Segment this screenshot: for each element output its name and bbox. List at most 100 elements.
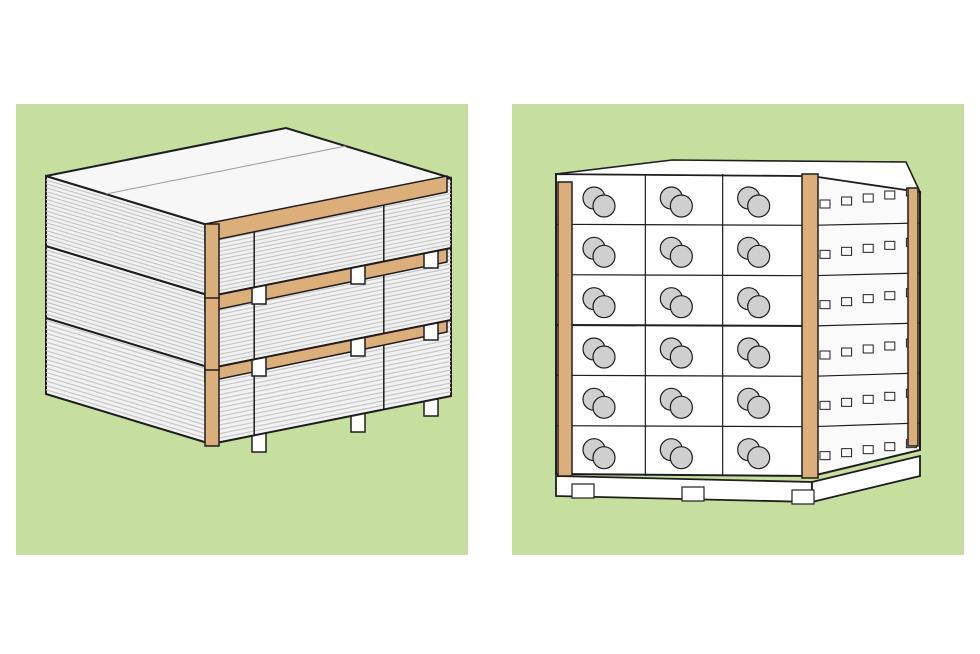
bottle-icon xyxy=(592,446,616,470)
board-edge-line xyxy=(45,241,212,293)
handle-cutout xyxy=(862,344,874,354)
board-edge-line xyxy=(45,319,212,371)
layer-line xyxy=(555,374,813,377)
handle-cutout xyxy=(819,451,831,461)
board-edge-line xyxy=(45,297,212,349)
board-edge-line xyxy=(210,369,452,419)
board-edge-line xyxy=(45,371,212,423)
board-edge-line xyxy=(210,235,452,285)
board-edge-line xyxy=(210,391,452,441)
bottle-icon xyxy=(669,194,693,218)
panel-wrapped-pallet xyxy=(512,104,964,555)
board-edge-line xyxy=(45,285,212,337)
board-edge-line xyxy=(210,196,452,247)
board-edge-line xyxy=(45,190,212,243)
board-edge-line xyxy=(45,261,212,313)
corner-protector xyxy=(801,173,819,479)
stacked-boards-illustration xyxy=(16,104,468,555)
handle-cutout xyxy=(841,297,853,307)
board-edge-line xyxy=(45,293,212,345)
handle-cutout xyxy=(841,347,853,357)
layer-line-side xyxy=(811,272,921,277)
board-edge-line xyxy=(45,301,212,353)
board-edge-line xyxy=(45,345,212,397)
board-edge-line xyxy=(210,200,452,250)
bottle-icon xyxy=(669,345,693,369)
board-edge-line xyxy=(210,287,452,337)
board-edge-line xyxy=(210,334,452,384)
board-edge-line xyxy=(45,289,212,341)
board-edge-line xyxy=(210,386,452,436)
board-edge-line xyxy=(210,208,452,258)
handle-cutout xyxy=(862,445,874,455)
board-seam xyxy=(105,145,347,195)
board-edge-line xyxy=(210,216,452,266)
bottle-icon xyxy=(592,244,616,268)
layer-line-side xyxy=(811,422,921,428)
handle-cutout xyxy=(819,350,831,360)
board-stacks xyxy=(45,126,452,453)
handle-cutout xyxy=(862,243,874,253)
layer-line xyxy=(555,274,813,277)
corner-protector xyxy=(204,223,220,299)
board-edge-line xyxy=(45,194,212,247)
board-edge-line xyxy=(45,354,212,406)
corner-protector xyxy=(907,187,919,447)
board-edge-line xyxy=(45,187,212,239)
bottle-icon xyxy=(747,345,771,369)
board-edge-line xyxy=(45,198,212,250)
board-edge-line xyxy=(45,183,212,235)
board-edge-line xyxy=(210,378,452,428)
handle-cutout xyxy=(884,240,896,250)
bottle-icon xyxy=(747,446,771,470)
board-edge-line xyxy=(45,218,212,270)
handle-cutout xyxy=(819,400,831,410)
handle-cutout xyxy=(884,291,896,301)
board-edge-line xyxy=(45,328,212,380)
board-edge-line xyxy=(210,303,452,353)
bottle-icon xyxy=(747,194,771,218)
board-edge-line xyxy=(45,309,212,361)
corner-protector xyxy=(204,363,220,447)
bottle-icon xyxy=(669,446,693,470)
handle-cutout xyxy=(841,448,853,458)
board-edge-line xyxy=(45,202,212,254)
board-edge-line xyxy=(210,373,452,423)
board-edge-line xyxy=(210,192,452,243)
board-edge-line xyxy=(45,233,212,285)
board-edge-line xyxy=(210,315,452,365)
layer-line xyxy=(555,223,813,226)
board-edge-line xyxy=(210,339,452,389)
board-edge-line xyxy=(45,389,212,441)
bottle-icon xyxy=(669,244,693,268)
layer-line xyxy=(555,425,813,428)
board-edge-line xyxy=(45,358,212,410)
board-edge-line xyxy=(210,347,452,397)
board-stack xyxy=(45,126,452,305)
board-edge-line xyxy=(45,237,212,289)
board-edge-line xyxy=(45,179,212,231)
board-edge-line xyxy=(210,220,452,270)
handle-cutout xyxy=(819,300,831,310)
board-edge-line xyxy=(45,225,212,278)
handle-cutout xyxy=(884,391,896,401)
layer-line-side xyxy=(811,372,921,377)
handle-cutout xyxy=(884,442,896,452)
board-edge-line xyxy=(210,352,452,402)
load-top-face xyxy=(555,159,922,194)
board-edge-line xyxy=(45,367,212,419)
board-edge-line xyxy=(45,273,212,325)
board-edge-line xyxy=(45,277,212,329)
bottle-icon xyxy=(592,295,616,319)
board-edge-line xyxy=(45,380,212,432)
bottle-icon xyxy=(747,244,771,268)
board-edge-line xyxy=(210,283,452,333)
wrapped-pallet xyxy=(555,159,922,505)
corner-protector xyxy=(204,293,220,371)
board-edge-line xyxy=(45,350,212,402)
board-edge-line xyxy=(45,253,212,305)
pallet-block xyxy=(791,489,815,505)
panel-stacked-boards xyxy=(16,104,468,555)
handle-cutout xyxy=(884,190,896,200)
board-edge-line xyxy=(210,382,452,432)
